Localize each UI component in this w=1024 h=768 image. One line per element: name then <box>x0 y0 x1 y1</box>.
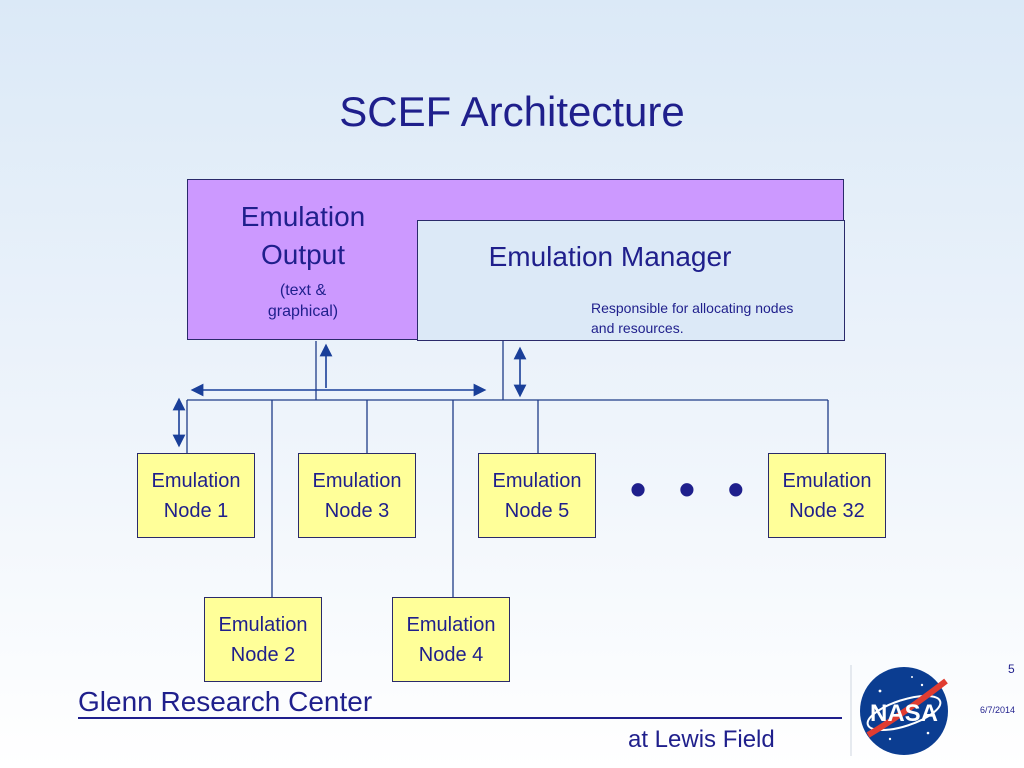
footer-org-name: Glenn Research Center <box>78 686 373 717</box>
manager-desc-line2: and resources. <box>591 320 684 336</box>
node-label-line2: Node 3 <box>324 499 390 522</box>
node-label-line2: Node 32 <box>789 499 865 522</box>
node-label-line2: Node 5 <box>504 499 570 522</box>
node-label-line2: Node 4 <box>418 643 484 666</box>
node-label-line1: Emulation <box>218 613 308 636</box>
nasa-logo-text: NASA <box>870 700 938 727</box>
node-label-line2: Node 1 <box>163 499 229 522</box>
node-label-line1: Emulation <box>151 469 241 492</box>
output-title-line1: Emulation <box>240 201 366 232</box>
slide-date: 6/7/2014 <box>980 705 1016 715</box>
node-label-line1: Emulation <box>782 469 872 492</box>
node-label-line1: Emulation <box>406 613 496 636</box>
emulation-manager-box <box>417 220 845 341</box>
slide-title: SCEF Architecture <box>339 88 685 135</box>
node-label-line1: Emulation <box>492 469 582 492</box>
ellipsis-dots: • • • <box>630 463 754 515</box>
footer-org-subtitle: at Lewis Field <box>628 726 775 753</box>
emulation-manager-title: Emulation Manager <box>488 241 732 272</box>
manager-desc-line1: Responsible for allocating nodes <box>591 300 794 316</box>
node-label-line1: Emulation <box>312 469 402 492</box>
nasa-logo-icon: NASA <box>850 665 948 756</box>
emulation-output-subtitle: (text & graphical) <box>187 280 419 322</box>
output-sub-line2: graphical) <box>267 303 339 320</box>
output-title-line2: Output <box>260 239 346 270</box>
node-label-line2: Node 2 <box>230 643 296 666</box>
emulation-output-title: Emulation Output <box>187 198 419 274</box>
page-number: 5 <box>1008 662 1015 676</box>
output-sub-line1: (text & <box>279 282 327 299</box>
emulation-manager-description: Responsible for allocating nodes and res… <box>591 298 841 338</box>
